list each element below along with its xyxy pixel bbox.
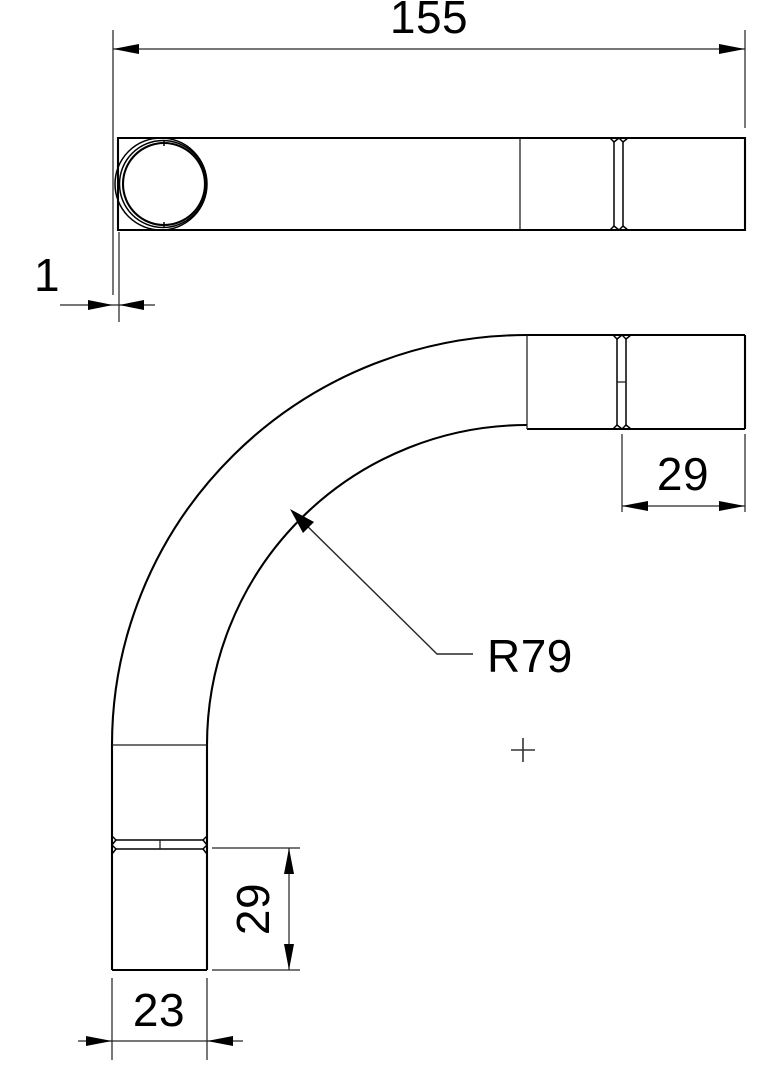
dim29v-label: 29 (227, 883, 279, 935)
pipe-joint-notch-bottom-right (618, 224, 629, 231)
pipe-joint-notch-top-right (618, 137, 629, 144)
dim29v-arrow-top (284, 848, 294, 874)
dim29h-label: 29 (657, 448, 709, 500)
r79-leader-line (295, 514, 473, 655)
socket-circle-middle (118, 139, 208, 229)
pipe-joint-notch-top-left (609, 137, 620, 144)
r79-leader-arrowhead (290, 509, 314, 533)
dim23-arrow-left (86, 1036, 112, 1046)
socket-circle-inner (121, 141, 207, 227)
elbow-h-joint-notch-bottom-left (612, 423, 623, 430)
dim155-label: 155 (390, 0, 468, 43)
elbow-v-joint-notch-left-top (111, 835, 118, 846)
pipe-joint-notch-bottom-left (609, 224, 620, 231)
dimension-29-vertical: 29 (212, 847, 300, 971)
dimension-r79: R79 (290, 509, 573, 682)
dim1-label: 1 (34, 249, 60, 301)
elbow-h-joint-notch-top-right (621, 334, 632, 341)
center-cross-mark (511, 738, 535, 762)
dim23-label: 23 (133, 984, 185, 1036)
dimension-1: 1 (34, 232, 155, 322)
elbow-h-joint-notch-top-left (612, 334, 623, 341)
dimension-23: 23 (78, 978, 243, 1060)
dim1-arrow-right (119, 300, 144, 310)
r79-label: R79 (487, 630, 573, 682)
dimension-155: 155 (112, 0, 746, 295)
elbow-h-joint-notch-bottom-right (621, 423, 632, 430)
dimension-29-horizontal: 29 (621, 434, 746, 512)
elbow-v-joint-notch-right-bottom (201, 844, 208, 855)
dim29h-arrow-right (719, 501, 745, 511)
elbow-v-joint-notch-right-top (201, 835, 208, 846)
dim1-arrow-left (88, 300, 113, 310)
dim155-arrow-left (113, 44, 139, 54)
elbow-v-joint-notch-left-bottom (111, 844, 118, 855)
top-view-straight-pipe (114, 136, 747, 232)
bottom-view-elbow (110, 333, 747, 972)
dim155-arrow-right (719, 44, 745, 54)
dim23-arrow-right (207, 1036, 233, 1046)
pipe-body-outline (116, 136, 747, 232)
elbow-outer-arc (110, 333, 528, 746)
dim29h-arrow-left (622, 501, 648, 511)
dim29v-arrow-bottom (284, 944, 294, 970)
